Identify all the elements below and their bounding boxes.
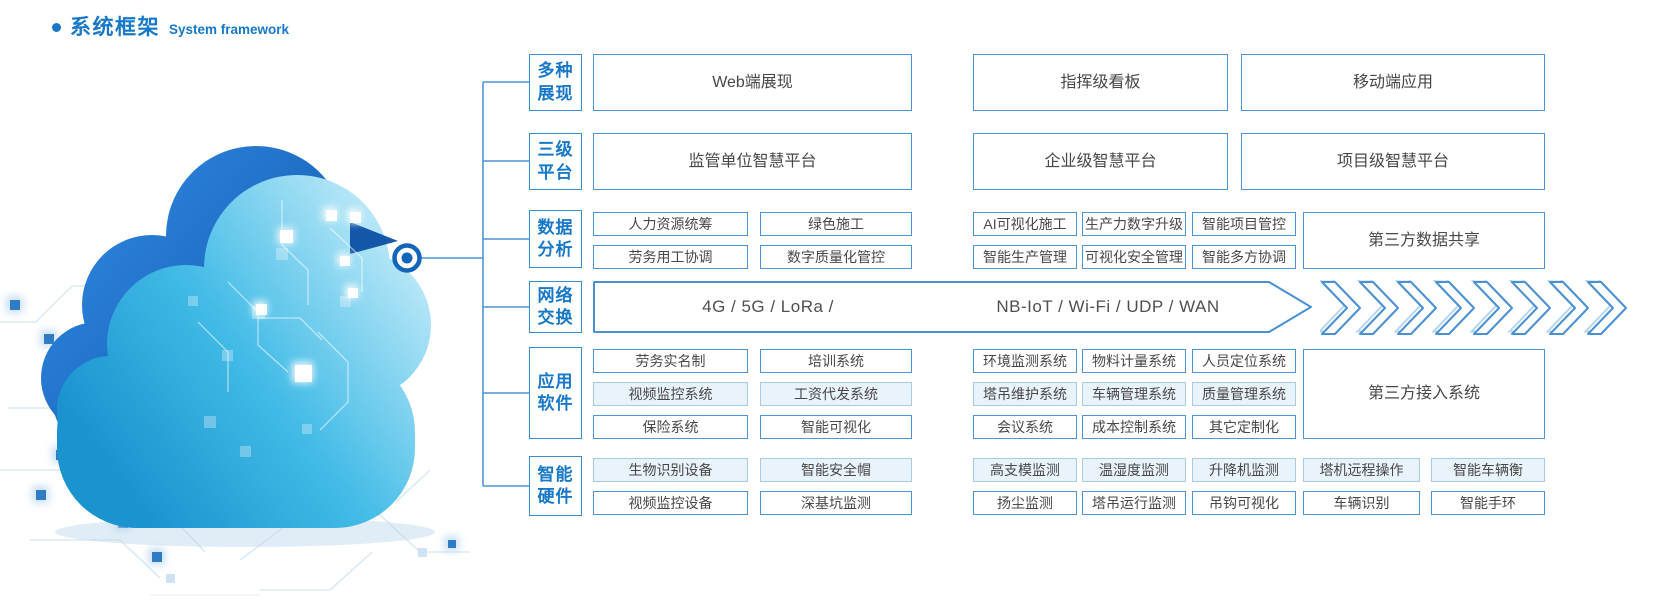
category-three-level-platform: 三级平台 (529, 133, 582, 190)
framework-box: 质量管理系统 (1192, 382, 1296, 406)
framework-box: 吊钩可视化 (1192, 491, 1296, 515)
framework-box: 高支模监测 (973, 458, 1077, 482)
framework-box: 成本控制系统 (1082, 415, 1186, 439)
cloud-circuit-traces (197, 200, 363, 431)
title-zh: 系统框架 (70, 16, 160, 39)
framework-box: AI可视化施工 (973, 212, 1077, 236)
framework-box: 物料计量系统 (1082, 349, 1186, 373)
framework-box: 扬尘监测 (973, 491, 1077, 515)
category-smart-hardware: 智能硬件 (529, 456, 582, 516)
framework-box: 培训系统 (760, 349, 912, 373)
bullseye-icon (392, 243, 422, 273)
chevron-right-icon (1397, 281, 1437, 335)
framework-box: 人力资源统筹 (593, 212, 748, 236)
framework-box: 工资代发系统 (760, 382, 912, 406)
category-label-line: 网络 (537, 285, 574, 305)
category-label-line: 交换 (537, 308, 574, 327)
category-label-line: 展现 (537, 83, 574, 103)
framework-box: 生物识别设备 (593, 458, 748, 482)
framework-box: 智能生产管理 (973, 245, 1077, 269)
chevron-right-icons (1320, 280, 1627, 335)
framework-box: 生产力数字升级 (1082, 212, 1186, 236)
cloud-fold (350, 222, 398, 254)
category-label-line: 软件 (537, 394, 574, 413)
framework-box: 智能多方协调 (1192, 245, 1296, 269)
chevron-right-icon (1321, 281, 1361, 335)
circuit-ground-chips (6, 296, 459, 565)
chevron-right-icon (1359, 281, 1399, 335)
framework-box: 智能可视化 (760, 415, 912, 439)
category-data-analysis: 数据分析 (529, 210, 582, 268)
framework-box: 保险系统 (593, 415, 748, 439)
network-protocols-left: 4G / 5G / LoRa / (702, 297, 834, 316)
circuit-ground-pads (82, 404, 427, 583)
framework-box: Web端展现 (593, 54, 912, 111)
category-label-line: 平台 (537, 162, 574, 182)
framework-box: 车辆识别 (1303, 491, 1420, 515)
category-label-line: 应用 (537, 371, 574, 391)
chevron-right-icon (1473, 281, 1513, 335)
circuit-ground-pattern (0, 285, 470, 596)
category-multi-display: 多种展现 (529, 54, 582, 111)
framework-box: 车辆管理系统 (1082, 382, 1186, 406)
framework-box: 可视化安全管理 (1082, 245, 1186, 269)
framework-box: 监管单位智慧平台 (593, 133, 912, 190)
framework-box: 会议系统 (973, 415, 1077, 439)
title-en: System framework (169, 22, 290, 37)
chevron-right-icon (1587, 281, 1627, 335)
framework-box: 数字质量化管控 (760, 245, 912, 269)
chevron-right-icon (1435, 281, 1475, 335)
framework-box: 智能手环 (1431, 491, 1545, 515)
framework-box: 深基坑监测 (760, 491, 912, 515)
framework-box: 人员定位系统 (1192, 349, 1296, 373)
framework-box: 塔吊维护系统 (973, 382, 1077, 406)
framework-box: 智能项目管控 (1192, 212, 1296, 236)
cloud-circuit-pads (188, 248, 351, 457)
cloud-illustration (0, 146, 470, 596)
framework-box: 指挥级看板 (973, 54, 1228, 111)
framework-box: 移动端应用 (1241, 54, 1545, 111)
framework-box: 温湿度监测 (1082, 458, 1186, 482)
cloud-back-layer (41, 146, 422, 455)
framework-box: 企业级智慧平台 (973, 133, 1228, 190)
framework-box: 劳务用工协调 (593, 245, 748, 269)
network-protocols-right: NB-IoT / Wi-Fi / UDP / WAN (996, 297, 1220, 316)
framework-box: 劳务实名制 (593, 349, 748, 373)
category-label-line: 智能 (537, 464, 574, 484)
framework-box: 升降机监测 (1192, 458, 1296, 482)
framework-box: 视频监控系统 (593, 382, 748, 406)
category-application-software: 应用软件 (529, 347, 582, 439)
framework-box: 第三方接入系统 (1303, 349, 1545, 439)
page-title: 系统框架 System framework (52, 11, 289, 41)
framework-box: 环境监测系统 (973, 349, 1077, 373)
category-network-exchange: 网络交换 (529, 281, 582, 333)
category-label-line: 硬件 (537, 487, 574, 506)
category-label-line: 数据 (537, 217, 574, 237)
framework-box: 第三方数据共享 (1303, 212, 1545, 269)
framework-box: 其它定制化 (1192, 415, 1296, 439)
bullet-dot-icon (52, 22, 61, 32)
chevron-right-icon (1511, 281, 1551, 335)
framework-box: 智能安全帽 (760, 458, 912, 482)
chevron-right-icon (1549, 281, 1589, 335)
category-label-line: 三级 (537, 140, 574, 160)
framework-box: 智能车辆衡 (1431, 458, 1545, 482)
framework-box: 塔吊运行监测 (1082, 491, 1186, 515)
cloud-glow-nodes (253, 207, 361, 383)
cloud-shadow (55, 517, 435, 547)
framework-box: 塔机远程操作 (1303, 458, 1420, 482)
framework-box: 项目级智慧平台 (1241, 133, 1545, 190)
cloud-front-layer (57, 175, 431, 528)
category-label-line: 分析 (537, 240, 574, 259)
framework-box: 视频监控设备 (593, 491, 748, 515)
framework-box: 绿色施工 (760, 212, 912, 236)
category-label-line: 多种 (537, 61, 574, 81)
